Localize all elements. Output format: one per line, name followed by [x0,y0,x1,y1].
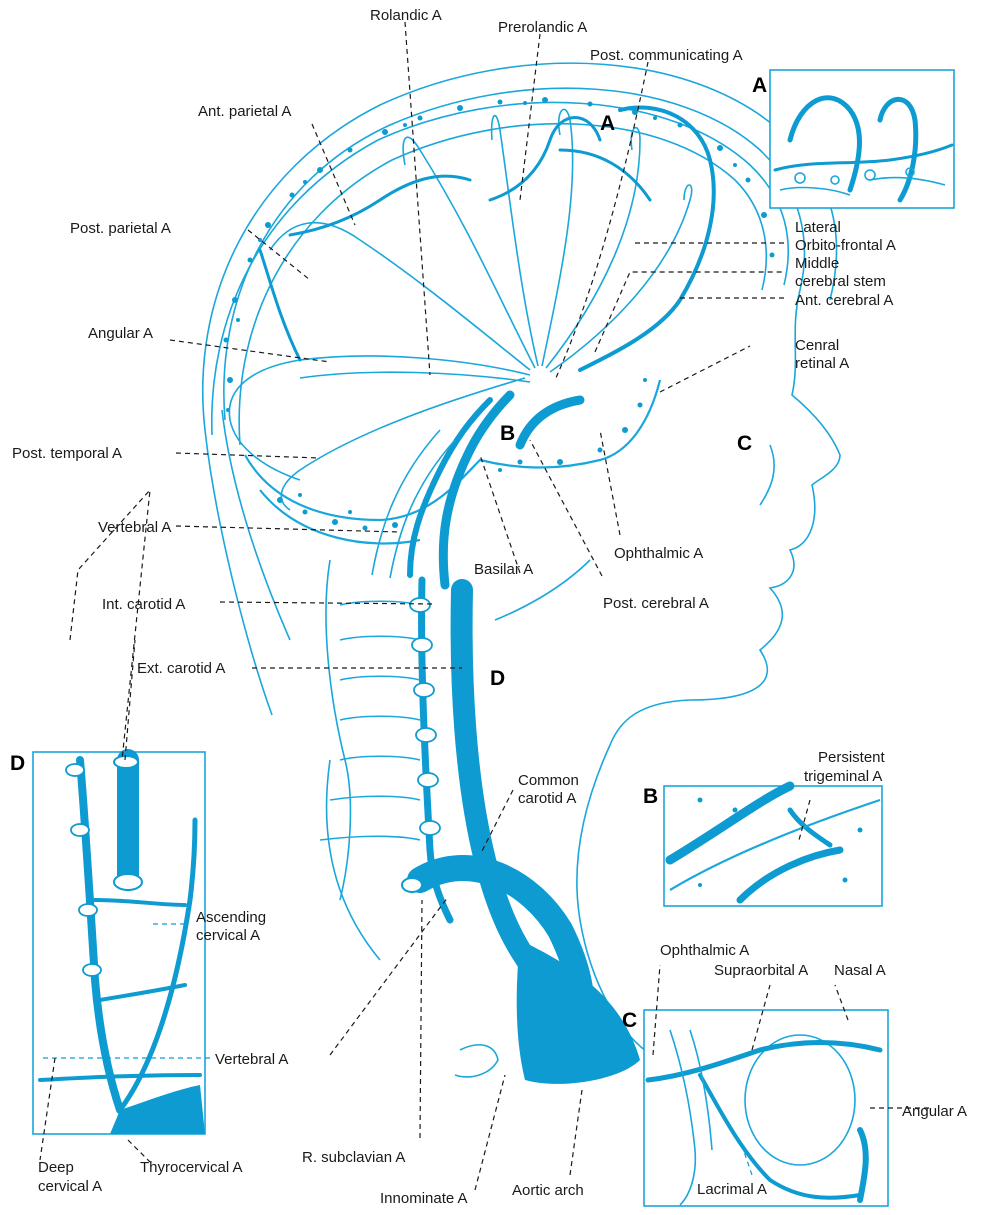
label-supraorbital: Supraorbital A [714,962,808,979]
label-common-carotid-1: Common [518,772,579,789]
region-letter-a: A [600,112,615,135]
label-middle-1: Middle [795,255,839,272]
label-nasal: Nasal A [834,962,886,979]
label-ophthalmic-c: Ophthalmic A [660,942,749,959]
inset-b [664,786,882,906]
label-angular-c: Angular A [902,1103,967,1120]
label-persistent-trigeminal-2: trigeminal A [804,768,882,785]
cerebral-arteries [229,107,713,585]
label-lacrimal: Lacrimal A [697,1181,767,1198]
label-central-retinal-1: Cenral [795,337,839,354]
region-letter-c: C [737,432,752,455]
inset-letter-d: D [10,752,25,775]
label-post-communicating: Post. communicating A [590,47,743,64]
inset-letter-c: C [622,1009,637,1032]
label-r-subclavian: R. subclavian A [302,1149,405,1166]
label-deep-cervical-1: Deep [38,1159,74,1176]
label-angular: Angular A [88,325,153,342]
inset-d [33,752,205,1134]
label-vertebral: Vertebral A [98,519,171,536]
label-ext-carotid: Ext. carotid A [137,660,225,677]
label-lateral-1: Lateral [795,219,841,236]
region-letter-b: B [500,422,515,445]
label-ant-cerebral: Ant. cerebral A [795,292,893,309]
label-thyrocervical: Thyrocervical A [140,1159,243,1176]
label-persistent-trigeminal-1: Persistent [818,749,886,766]
label-ascending-cervical-2: cervical A [196,927,260,944]
label-aortic-arch: Aortic arch [512,1182,584,1199]
label-basilar: Basilar A [474,561,533,578]
label-ascending-cervical-1: Ascending [196,909,266,926]
label-post-temporal: Post. temporal A [12,445,122,462]
region-letter-d: D [490,667,505,690]
inset-a [770,70,954,208]
label-post-cerebral: Post. cerebral A [603,595,709,612]
label-innominate: Innominate A [380,1190,468,1207]
label-middle-2: cerebral stem [795,273,886,290]
label-central-retinal-2: retinal A [795,355,849,372]
inset-letter-b: B [643,785,658,808]
inset-letter-a: A [752,74,767,97]
label-prerolandic: Prerolandic A [498,19,587,36]
label-post-parietal: Post. parietal A [70,220,171,237]
label-int-carotid: Int. carotid A [102,596,185,613]
label-ant-parietal: Ant. parietal A [198,103,291,120]
skull-diploe [212,97,788,543]
label-deep-cervical-2: cervical A [38,1178,102,1195]
inset-c [644,1010,888,1206]
label-common-carotid-2: carotid A [518,790,576,807]
label-ophthalmic: Ophthalmic A [614,545,703,562]
label-vertebral-lower: Vertebral A [215,1051,288,1068]
neck-vessels [320,580,640,1084]
label-lateral-2: Orbito-frontal A [795,237,896,254]
label-rolandic: Rolandic A [370,7,442,24]
